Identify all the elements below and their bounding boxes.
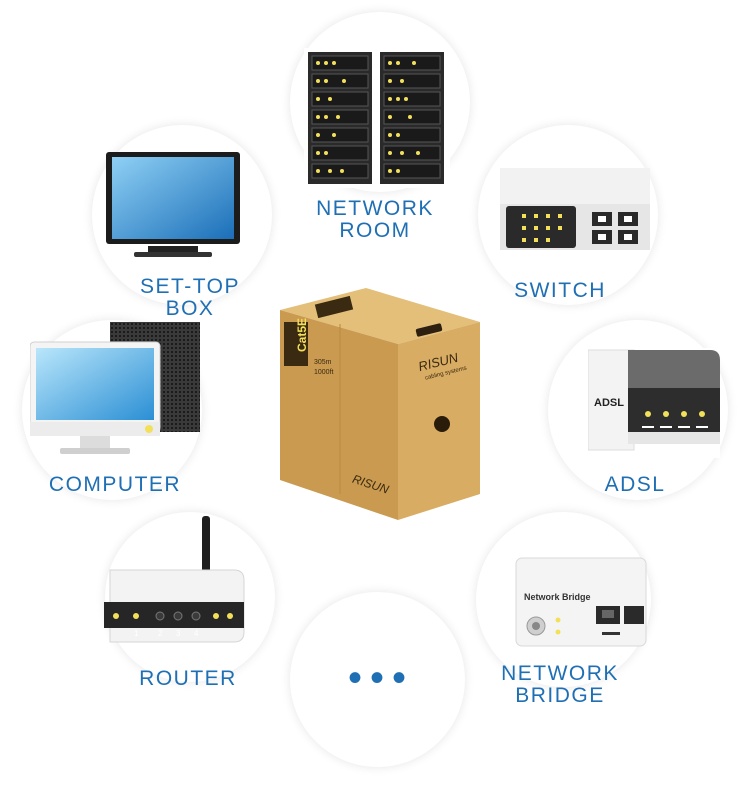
network-room-label-line1: NETWORK [316, 197, 434, 220]
set-top-box-label: SET-TOP BOX [115, 276, 265, 320]
network-bridge-label: NETWORK BRIDGE [485, 663, 635, 707]
computer-monitor-icon [30, 322, 200, 454]
box-length-text: 305m [314, 359, 332, 366]
router-port-label-3: 3 [176, 629, 181, 638]
network-bridge-device-text: Network Bridge [524, 592, 591, 602]
network-bridge-device-icon: Network Bridge [515, 557, 647, 647]
network-room-label: NETWORK ROOM [300, 198, 450, 242]
more-circle [290, 592, 465, 767]
more-dots-label: ••• [348, 656, 415, 700]
television-icon [106, 152, 240, 257]
adsl-device-text: ADSL [594, 397, 624, 409]
network-room-label-line2: ROOM [339, 219, 411, 242]
cable-box-product: Cat5E 305m 1000ft RISUN cabling systems … [280, 288, 480, 520]
router-port-label-4: 4 [194, 629, 199, 638]
set-top-box-label-line2: BOX [165, 297, 215, 320]
switch-device-icon [500, 168, 650, 250]
box-category-text: Cat5E [295, 318, 309, 352]
server-rack-icon [304, 48, 450, 188]
router-device-icon: 1 2 3 4 [104, 516, 245, 643]
router-port-label-1: 1 [134, 629, 139, 638]
box-length-alt-text: 1000ft [314, 369, 334, 376]
router-port-label-2: 2 [158, 629, 163, 638]
adsl-label: ADSL [604, 473, 666, 496]
switch-label: SWITCH [514, 279, 606, 302]
network-bridge-label-line2: BRIDGE [515, 684, 605, 707]
computer-label: COMPUTER [48, 473, 182, 496]
set-top-box-label-line1: SET-TOP [140, 275, 240, 298]
adsl-modem-icon: ADSL [588, 348, 720, 458]
router-label: ROUTER [139, 667, 237, 690]
network-bridge-label-line1: NETWORK [501, 662, 619, 685]
